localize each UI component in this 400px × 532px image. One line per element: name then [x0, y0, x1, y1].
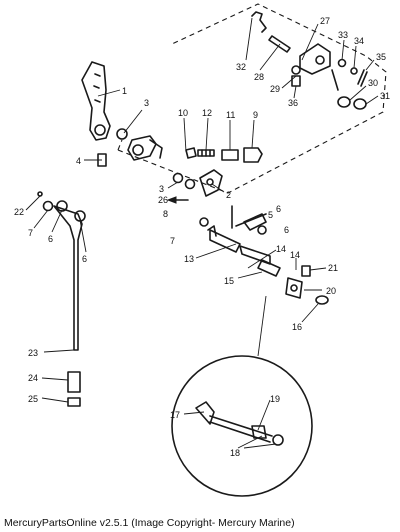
callout-14: 14 [290, 250, 300, 260]
callout-21: 21 [328, 263, 338, 273]
callout-5: 5 [268, 210, 273, 220]
callout-17: 17 [170, 410, 180, 420]
callout-14: 14 [276, 244, 286, 254]
callout-6: 6 [276, 204, 281, 214]
callout-6: 6 [82, 254, 87, 264]
callout-9: 9 [253, 110, 258, 120]
callout-28: 28 [254, 72, 264, 82]
callout-25: 25 [28, 394, 38, 404]
leader-lines [25, 17, 379, 449]
callout-20: 20 [326, 286, 336, 296]
callout-31: 31 [380, 91, 390, 101]
callout-33: 33 [338, 30, 348, 40]
callout-2: 2 [226, 190, 231, 200]
callout-3: 3 [144, 98, 149, 108]
upper-bracket-assembly [251, 11, 368, 110]
callout-19: 19 [270, 394, 280, 404]
callout-29: 29 [270, 84, 280, 94]
callout-12: 12 [202, 108, 212, 118]
shaft-linkage [127, 135, 263, 197]
callout-32: 32 [236, 62, 246, 72]
callout-24: 24 [28, 373, 38, 383]
callout-22: 22 [14, 207, 24, 217]
callout-16: 16 [292, 322, 302, 332]
callout-13: 13 [184, 254, 194, 264]
middle-linkage [166, 196, 329, 305]
callout-27: 27 [320, 16, 330, 26]
copyright-caption: MercuryPartsOnline v2.5.1 (Image Copyrig… [4, 517, 295, 529]
callout-34: 34 [354, 36, 364, 46]
throttle-lever [81, 61, 128, 167]
callout-8: 8 [163, 209, 168, 219]
callout-18: 18 [230, 448, 240, 458]
callout-7: 7 [170, 236, 175, 246]
callout-11: 11 [226, 110, 235, 120]
callout-3: 3 [159, 184, 164, 194]
callout-36: 36 [288, 98, 298, 108]
mounting-plate-outline [117, 3, 387, 194]
callout-numbers: 1 2 3 3 4 5 6 6 6 6 7 7 8 9 10 11 12 13 … [14, 16, 390, 458]
callout-4: 4 [76, 156, 81, 166]
callout-30: 30 [368, 78, 378, 88]
callout-7: 7 [28, 228, 33, 238]
callout-10: 10 [178, 108, 188, 118]
callout-23: 23 [28, 348, 38, 358]
callout-35: 35 [376, 52, 386, 62]
control-rod [37, 191, 86, 407]
callout-26: 26 [158, 195, 168, 205]
callout-1: 1 [122, 86, 127, 96]
callout-15: 15 [224, 276, 234, 286]
callout-6: 6 [284, 225, 289, 235]
detail-inset [171, 295, 313, 497]
callout-6: 6 [48, 234, 53, 244]
